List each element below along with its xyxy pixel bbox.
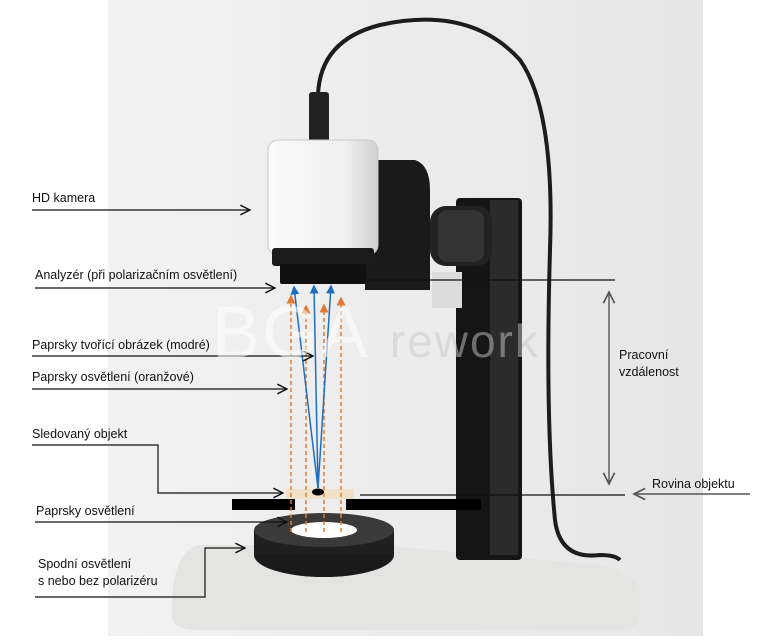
analyzer-lens [272,248,374,266]
label-analyzer: Analyzér (při polarizačním osvětlení) [35,268,238,282]
watermark: BGA rework [212,293,540,373]
stand-arm [365,160,430,290]
cable-connector [309,92,329,142]
stage-plate-right [346,499,481,510]
stage-plate-left [232,499,295,510]
label-image-rays: Paprsky tvořící obrázek (modré) [32,338,210,352]
photo-background [108,0,703,636]
label-bottom-light-1: Spodní osvětlení [38,557,132,571]
label-observed-object: Sledovaný objekt [32,427,128,441]
stand-light-block [432,272,462,308]
label-bottom-light-2: s nebo bez polarizéru [38,574,158,588]
label-illumination-rays: Paprsky osvětlení [36,504,135,518]
bottom-light-pointer [35,548,245,598]
hd-camera-body [267,139,379,256]
label-illumination-rays-orange: Paprsky osvětlení (oranžové) [32,370,194,384]
label-working-distance-2: vzdálenost [619,365,679,379]
label-working-distance-1: Pracovní [619,348,669,362]
illumination-rays [286,294,346,532]
observed-object-pointer [32,444,283,493]
camera-cable [316,17,622,562]
image-forming-rays [290,284,336,489]
observed-object-dot [312,488,324,496]
label-object-plane: Rovina objektu [652,477,735,491]
label-hd-camera: HD kamera [32,191,96,205]
